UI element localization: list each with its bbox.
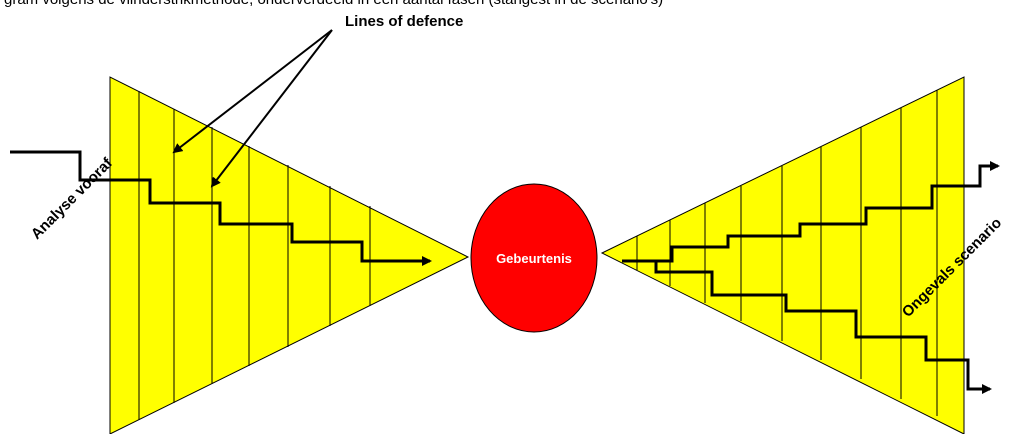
event-label: Gebeurtenis bbox=[496, 251, 572, 266]
callout-arrow-2 bbox=[210, 29, 333, 188]
analyse-vooraf-label: Analyse vooraf bbox=[28, 154, 117, 243]
threat-path bbox=[10, 150, 432, 266]
top-caption: gram volgens de vlinderstrikmethode, ond… bbox=[4, 0, 663, 8]
callout-arrow-1 bbox=[172, 29, 333, 154]
consequence-path-lower bbox=[654, 261, 992, 394]
right-triangle bbox=[600, 76, 965, 434]
consequence-path-upper bbox=[622, 161, 1000, 263]
lines-of-defence-label: Lines of defence bbox=[345, 13, 463, 30]
left-triangle bbox=[109, 76, 470, 434]
event-node: Gebeurtenis bbox=[470, 183, 598, 333]
